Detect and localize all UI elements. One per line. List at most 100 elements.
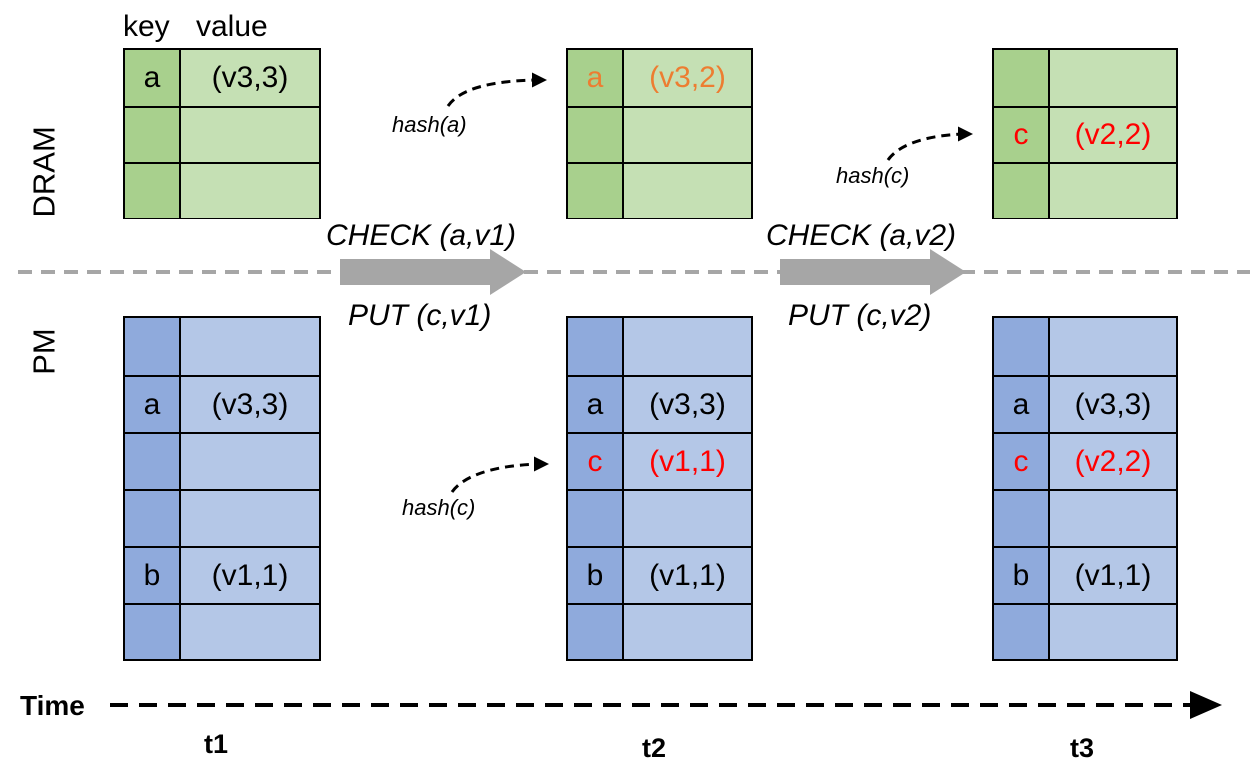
- key-cell: [568, 605, 624, 659]
- value-cell: [1050, 50, 1176, 106]
- table-row: [125, 603, 319, 659]
- value-cell: (v1,1): [624, 434, 751, 489]
- key-cell: [568, 318, 624, 375]
- key-cell: [568, 108, 624, 162]
- key-cell: a: [568, 377, 624, 432]
- value-cell: [181, 164, 319, 218]
- value-cell: [624, 491, 751, 546]
- key-cell: b: [568, 548, 624, 603]
- key-cell: [125, 434, 181, 489]
- value-cell: [1050, 491, 1176, 546]
- value-cell: (v2,2): [1050, 108, 1176, 162]
- hash-label-t2-pm: hash(c): [402, 495, 476, 520]
- key-cell: c: [994, 434, 1050, 489]
- key-cell: [994, 605, 1050, 659]
- key-cell: [568, 491, 624, 546]
- table-row: [994, 50, 1176, 106]
- key-cell: a: [125, 50, 181, 106]
- value-cell: (v2,2): [1050, 434, 1176, 489]
- table-row: [125, 106, 319, 162]
- key-cell: b: [994, 548, 1050, 603]
- table-row: [125, 489, 319, 546]
- table-row: b (v1,1): [994, 546, 1176, 603]
- key-cell: [994, 491, 1050, 546]
- key-cell: [994, 50, 1050, 106]
- value-cell: [1050, 318, 1176, 375]
- value-column-label: value: [196, 10, 268, 43]
- value-cell: (v3,3): [181, 377, 319, 432]
- table-row: [994, 489, 1176, 546]
- hash-arrow-t2-dram: [446, 72, 547, 107]
- table-row: [125, 432, 319, 489]
- time-tick-t3: t3: [1070, 733, 1095, 763]
- dram-table-t1: a (v3,3): [123, 48, 321, 219]
- table-row: [125, 162, 319, 218]
- value-cell: [624, 108, 751, 162]
- time-tick-t2: t2: [642, 733, 667, 763]
- value-cell: (v1,1): [1050, 548, 1176, 603]
- key-cell: [125, 605, 181, 659]
- value-cell: [181, 605, 319, 659]
- dram-table-t3: c (v2,2): [992, 48, 1178, 219]
- hash-arrow-t3-dram: [886, 126, 973, 161]
- value-cell: [624, 318, 751, 375]
- table-row: [568, 162, 751, 218]
- table-row: a (v3,2): [568, 50, 751, 106]
- key-cell: a: [994, 377, 1050, 432]
- value-cell: [1050, 605, 1176, 659]
- table-row: c (v2,2): [994, 106, 1176, 162]
- table-row: a (v3,3): [994, 375, 1176, 432]
- table-row: [994, 162, 1176, 218]
- check-label-1: CHECK (a,v1): [326, 219, 517, 252]
- table-row: a (v3,3): [125, 50, 319, 106]
- key-cell: c: [994, 108, 1050, 162]
- table-row: [568, 489, 751, 546]
- hash-label-t2-dram: hash(a): [392, 112, 467, 137]
- table-row: c (v1,1): [568, 432, 751, 489]
- value-cell: [181, 491, 319, 546]
- table-row: [125, 318, 319, 375]
- value-cell: [181, 318, 319, 375]
- hash-label-t3-dram: hash(c): [836, 163, 910, 188]
- table-row: [568, 106, 751, 162]
- value-cell: (v3,3): [181, 50, 319, 106]
- table-row: b (v1,1): [125, 546, 319, 603]
- key-cell: a: [125, 377, 181, 432]
- value-cell: [624, 164, 751, 218]
- put-label-1: PUT (c,v1): [348, 299, 492, 332]
- value-cell: (v1,1): [181, 548, 319, 603]
- key-cell: b: [125, 548, 181, 603]
- value-cell: (v3,2): [624, 50, 751, 106]
- key-cell: [125, 108, 181, 162]
- table-row: a (v3,3): [568, 375, 751, 432]
- value-cell: [181, 108, 319, 162]
- key-column-label: key: [123, 10, 170, 43]
- pm-table-t1: a (v3,3) b (v1,1): [123, 316, 321, 661]
- transition-arrow-2: [780, 249, 966, 295]
- table-row: [568, 318, 751, 375]
- key-cell: [125, 318, 181, 375]
- table-row: c (v2,2): [994, 432, 1176, 489]
- table-row: b (v1,1): [568, 546, 751, 603]
- value-cell: [1050, 164, 1176, 218]
- hash-arrow-t2-pm: [450, 456, 549, 493]
- key-cell: a: [568, 50, 624, 106]
- value-cell: (v3,3): [1050, 377, 1176, 432]
- time-axis-label: Time: [20, 690, 85, 721]
- value-cell: (v3,3): [624, 377, 751, 432]
- table-row: [994, 318, 1176, 375]
- value-cell: [624, 605, 751, 659]
- check-label-2: CHECK (a,v2): [766, 219, 957, 252]
- key-cell: [994, 318, 1050, 375]
- put-label-2: PUT (c,v2): [788, 299, 932, 332]
- transition-arrow-1: [340, 249, 526, 295]
- time-tick-t1: t1: [204, 729, 229, 759]
- timeline-arrowhead: [1190, 691, 1222, 719]
- key-cell: [568, 164, 624, 218]
- key-cell: c: [568, 434, 624, 489]
- key-cell: [125, 164, 181, 218]
- table-row: [994, 603, 1176, 659]
- table-row: a (v3,3): [125, 375, 319, 432]
- dram-table-t2: a (v3,2): [566, 48, 753, 219]
